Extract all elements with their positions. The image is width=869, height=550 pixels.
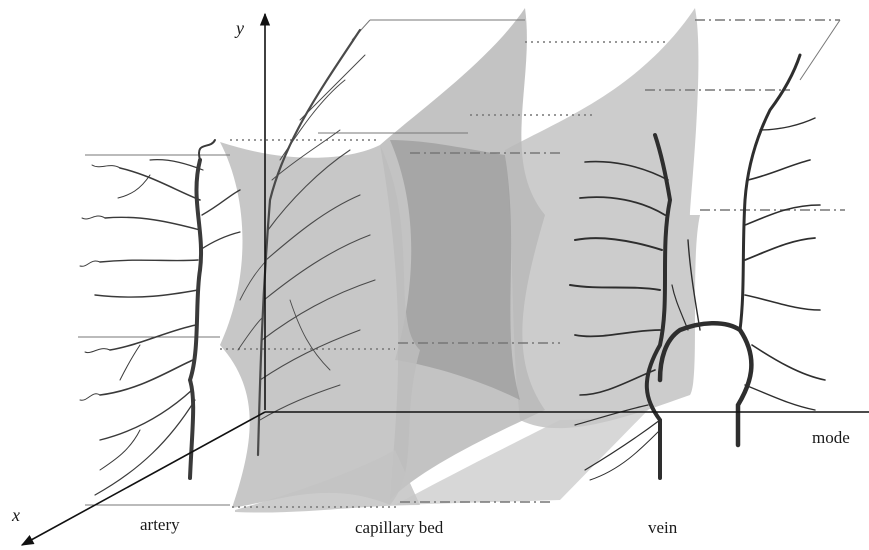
y-axis-label: y (234, 18, 244, 38)
caption-vein: vein (648, 518, 678, 537)
artery-tree (80, 140, 240, 495)
caption-capillary-bed: capillary bed (355, 518, 444, 537)
caption-artery: artery (140, 515, 180, 534)
mode-axis-label: mode (812, 428, 850, 447)
capillary-membranes (220, 8, 700, 513)
x-axis-label: x (11, 505, 20, 525)
guide-diagonal (800, 20, 840, 80)
